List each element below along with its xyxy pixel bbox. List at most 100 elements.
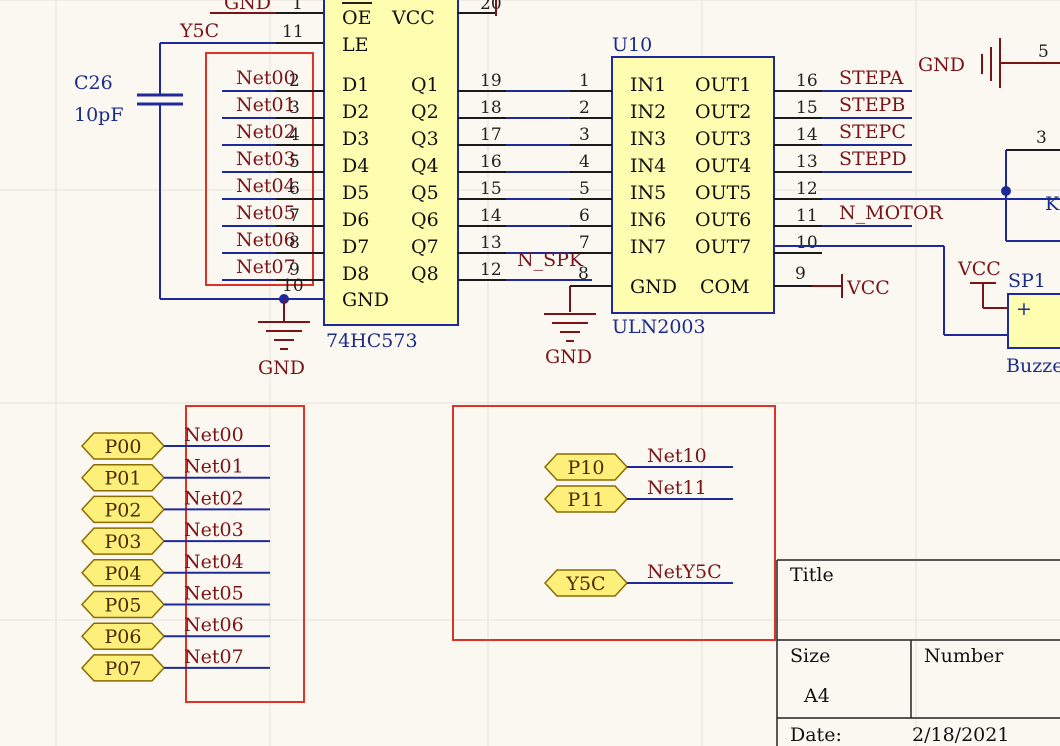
q-pin-number: 12 [480,260,502,280]
port-name: P01 [105,468,142,490]
q-pin-name: Q6 [411,209,439,231]
ic-74hc573-body [323,0,459,326]
q8-net-label: N_SPK [517,249,584,271]
d-pin-number: 2 [289,71,300,91]
out-net-label: N_MOTOR [839,202,943,224]
d-net-label: Net04 [236,175,296,197]
port-name: P03 [105,531,142,553]
q-pin-name: Q3 [411,128,439,150]
q-pin-name: Q1 [411,74,439,96]
q-pin-number: 18 [480,98,502,118]
in-pin-name: IN1 [630,74,666,96]
d-pin-number: 3 [289,98,300,118]
out-pin-number: 10 [796,233,818,253]
out-net-label: STEPA [839,67,904,89]
top-gnd-label: GND [224,0,271,14]
port-net-label: Net07 [184,646,244,668]
in-pin-number: 3 [579,125,590,145]
tb-size: Size [790,645,830,667]
out-pin-name: OUT3 [695,128,751,150]
d-net-label: Net05 [236,202,296,224]
net-group-box-top [205,52,314,286]
in-pin-number: 4 [579,152,590,172]
d-pin-number: 8 [289,233,300,253]
out-pin-number: 12 [796,179,818,199]
q-pin-number: 16 [480,152,502,172]
port-net-label: NetY5C [647,561,722,583]
port-name: P04 [105,563,142,585]
port-name: P10 [568,457,605,479]
buzzer-part: Buzze [1006,355,1060,377]
port-net-label: Net05 [184,583,244,605]
port-name: P00 [105,436,142,458]
out-pin-name: OUT6 [695,209,751,231]
q-pin-name: Q7 [411,236,439,258]
in-pin-name: IN2 [630,101,666,123]
ic-uln2003-ref: U10 [612,34,652,56]
d-pin-name: D3 [342,128,369,150]
vcc-pin-name: VCC [391,7,435,29]
in-pin-name: IN7 [630,236,666,258]
y5c-net-label: Y5C [179,20,219,42]
oe-pin-name: OE [342,7,371,29]
d-net-label: Net02 [236,121,296,143]
d-pin-name: D4 [342,155,369,177]
d-net-label: Net07 [236,256,296,278]
q-pin-number: 13 [480,233,502,253]
right-k-label: K [1045,193,1060,215]
in-pin-number: 7 [579,233,590,253]
tb-title: Title [790,564,834,586]
vcc-pin-number: 20 [480,0,502,14]
in-pin-name: IN5 [630,182,666,204]
d-net-label: Net06 [236,229,296,251]
in-pin-name: IN3 [630,128,666,150]
in-pin-name: IN4 [630,155,666,177]
le-pin-name: LE [342,34,369,56]
port-name: P06 [105,626,142,648]
d-pin-name: D5 [342,182,369,204]
d-pin-name: D2 [342,101,369,123]
ic-uln2003-part: ULN2003 [612,316,706,338]
port-name: P11 [568,489,605,511]
out-pin-name: OUT2 [695,101,751,123]
le-pin-number: 11 [282,22,304,42]
out5-junction-dot [1001,186,1011,196]
buzzer-body [1007,293,1060,349]
gnd-label-573: GND [258,357,305,379]
out-pin-name: OUT1 [695,74,751,96]
port-net-label: Net06 [184,614,244,636]
port-name: P05 [105,595,142,617]
port-name: P07 [105,658,142,680]
port-net-label: Net11 [647,477,707,499]
buzzer-vcc-label: VCC [957,258,1001,280]
port-net-label: Net00 [184,424,244,446]
p0-port-group: P00Net00P01Net01P02Net02P03Net03P04Net04… [80,424,270,682]
net-group-box-p0 [185,405,305,703]
port-name: P02 [105,499,142,521]
right-pin5: 5 [1038,42,1049,62]
out-net-label: STEPB [839,94,905,116]
d-net-label: Net00 [236,67,296,89]
tb-date: Date: [790,724,842,746]
q-pin-name: Q5 [411,182,439,204]
gnd-pin-name: GND [342,289,389,311]
d-pin-number: 7 [289,206,300,226]
d-pin-name: D6 [342,209,369,231]
tb-date-value: 2/18/2021 [912,724,1009,746]
out-net-label: STEPC [839,121,906,143]
d-pin-name: D7 [342,236,369,258]
q-pin-number: 15 [480,179,502,199]
buzzer-ref: SP1 [1008,270,1046,292]
out-pin-name: OUT7 [695,236,751,258]
out-pin-name: OUT4 [695,155,751,177]
d-pin-number: 5 [289,152,300,172]
q-pin-number: 19 [480,71,502,91]
uln-com-pin-name: COM [700,276,750,298]
out-net-label: STEPD [839,148,907,170]
in-pin-number: 1 [579,71,590,91]
